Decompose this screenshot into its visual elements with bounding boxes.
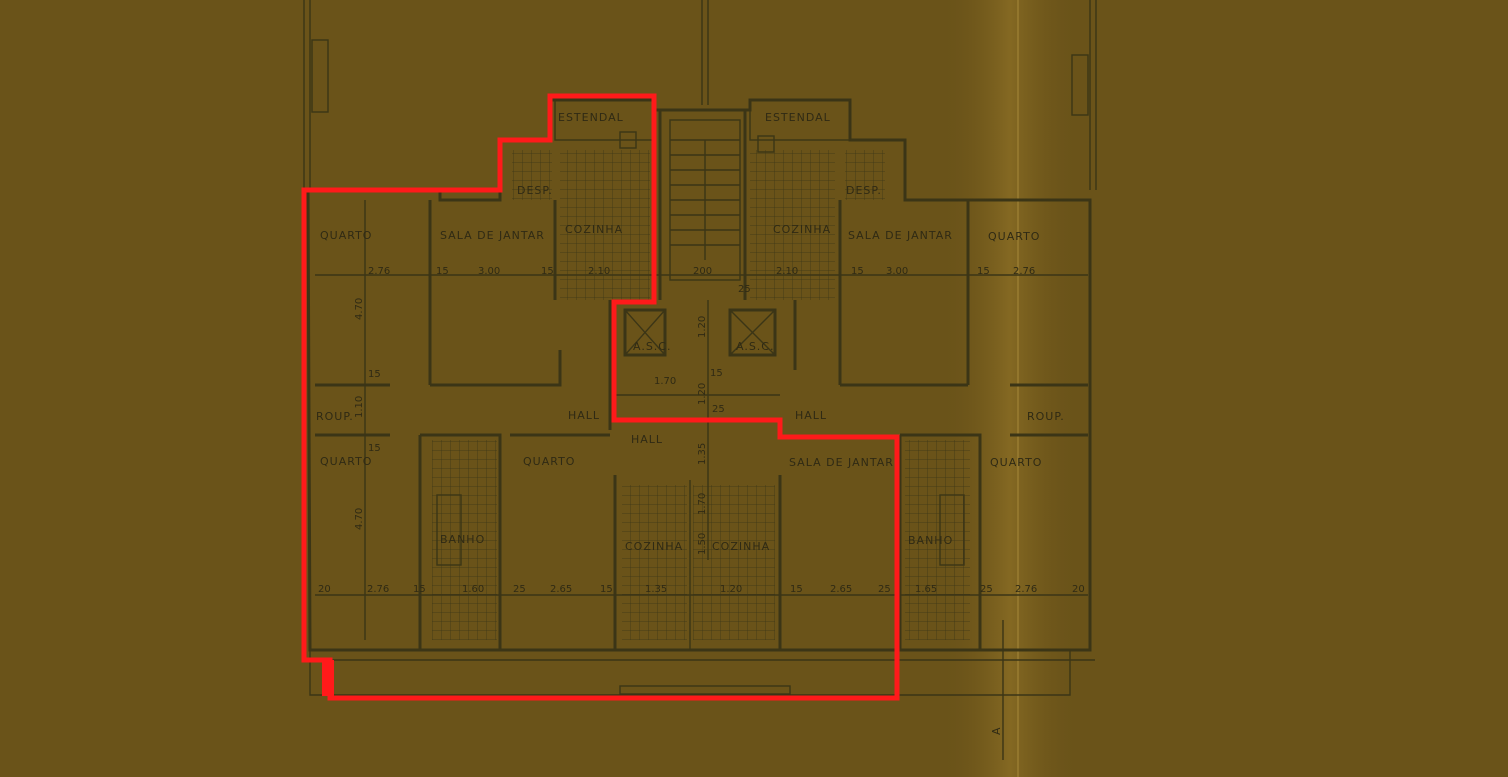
dim-top-10: 2.76 <box>1013 266 1035 277</box>
dim-top-8: 3.00 <box>886 266 908 277</box>
dim-bottom-2: 15 <box>413 584 426 595</box>
dim-vertical-11: 25 <box>738 284 751 295</box>
dim-bottom-11: 25 <box>878 584 891 595</box>
dim-bottom-5: 2.65 <box>550 584 572 595</box>
label-cozinha-bottom-right: COZINHA <box>712 540 770 553</box>
label-quarto-top-right: QUARTO <box>988 230 1040 243</box>
bathtub-left <box>436 494 462 566</box>
dim-vertical-4: 4.70 <box>354 508 365 530</box>
label-cozinha-bottom-left: COZINHA <box>625 540 683 553</box>
label-quarto-center: QUARTO <box>523 455 575 468</box>
left-window <box>311 39 329 113</box>
dim-bottom-13: 25 <box>980 584 993 595</box>
dim-bottom-8: 1.20 <box>720 584 742 595</box>
label-cozinha-top-right: COZINHA <box>773 223 831 236</box>
label-quarto-top-left: QUARTO <box>320 229 372 242</box>
label-roup-left: ROUP. <box>316 410 354 423</box>
dim-vertical-0: 4.70 <box>354 298 365 320</box>
label-sala-top-right: SALA DE JANTAR <box>848 229 953 242</box>
label-desp-right: DESP. <box>846 184 882 197</box>
paper-fold <box>940 0 1080 777</box>
bathtub-right <box>939 494 965 566</box>
dim-bottom-12: 1.65 <box>915 584 937 595</box>
label-banho-right: BANHO <box>908 534 953 547</box>
dim-top-5: 200 <box>693 266 712 277</box>
dim-vertical-12: 25 <box>712 404 725 415</box>
kitchen-tiles-bottom-right <box>693 485 775 640</box>
kitchen-tiles-bottom-left <box>622 485 687 640</box>
right-window <box>1071 54 1089 116</box>
dim-top-9: 15 <box>977 266 990 277</box>
north-arrow-label: A <box>990 726 1003 735</box>
dim-bottom-3: 1.60 <box>462 584 484 595</box>
dim-bottom-9: 15 <box>790 584 803 595</box>
dim-vertical-6: 15 <box>710 368 723 379</box>
label-sala-top-left: SALA DE JANTAR <box>440 229 545 242</box>
dim-bottom-15: 20 <box>1072 584 1085 595</box>
dim-top-1: 15 <box>436 266 449 277</box>
elevator-right <box>728 308 777 357</box>
dim-vertical-7: 1.70 <box>654 376 676 387</box>
dim-vertical-2: 1.10 <box>354 396 365 418</box>
label-quarto-mid-right: QUARTO <box>990 456 1042 469</box>
dim-vertical-3: 15 <box>368 443 381 454</box>
label-asc-right: A.S.C. <box>736 340 774 353</box>
dim-top-6: 2.10 <box>776 266 798 277</box>
bath-tiles-left <box>432 440 497 640</box>
label-cozinha-top-left: COZINHA <box>565 223 623 236</box>
label-hall-left: HALL <box>568 409 600 422</box>
dim-top-0: 2.76 <box>368 266 390 277</box>
label-banho-left: BANHO <box>440 533 485 546</box>
dim-top-4: 2.10 <box>588 266 610 277</box>
dim-top-3: 15 <box>541 266 554 277</box>
dim-vertical-5: 1.20 <box>697 316 708 338</box>
label-desp-left: DESP. <box>517 184 553 197</box>
staircase <box>669 119 741 281</box>
dim-vertical-9: 1.35 <box>697 443 708 465</box>
label-estendal-left: ESTENDAL <box>558 111 624 124</box>
dim-bottom-10: 2.65 <box>830 584 852 595</box>
label-estendal-right: ESTENDAL <box>765 111 831 124</box>
dim-vertical-1: 15 <box>368 369 381 380</box>
dim-vertical-13: 1.70 <box>697 493 708 515</box>
dim-vertical-10: 1.50 <box>697 533 708 555</box>
dim-bottom-4: 25 <box>513 584 526 595</box>
label-hall-center: HALL <box>631 433 663 446</box>
label-sala-mid-right: SALA DE JANTAR <box>789 456 894 469</box>
balcony-outline <box>309 650 1071 696</box>
outline-corner-marker <box>322 660 334 696</box>
bath-tiles-right <box>905 440 970 640</box>
dim-bottom-1: 2.76 <box>367 584 389 595</box>
label-roup-right: ROUP. <box>1027 410 1065 423</box>
balcony-railing <box>619 685 791 695</box>
dim-bottom-14: 2.76 <box>1015 584 1037 595</box>
dim-bottom-6: 15 <box>600 584 613 595</box>
dim-top-7: 15 <box>851 266 864 277</box>
dim-vertical-8: 1.20 <box>697 383 708 405</box>
estendal-right-area <box>749 99 851 141</box>
dimensions-vertical: 4.70 15 1.10 15 4.70 1.20 15 1.70 1.20 1… <box>354 284 751 555</box>
label-hall-right: HALL <box>795 409 827 422</box>
dimensions-top-row: 2.76 15 3.00 15 2.10 200 2.10 15 3.00 15… <box>368 266 1035 277</box>
elevator-left <box>623 308 667 357</box>
dim-bottom-0: 20 <box>318 584 331 595</box>
dimensions-bottom-row: 20 2.76 15 1.60 25 2.65 15 1.35 1.20 15 … <box>318 584 1085 595</box>
dim-top-2: 3.00 <box>478 266 500 277</box>
label-quarto-mid-left: QUARTO <box>320 455 372 468</box>
dim-bottom-7: 1.35 <box>645 584 667 595</box>
label-asc-left: A.S.C. <box>633 340 671 353</box>
